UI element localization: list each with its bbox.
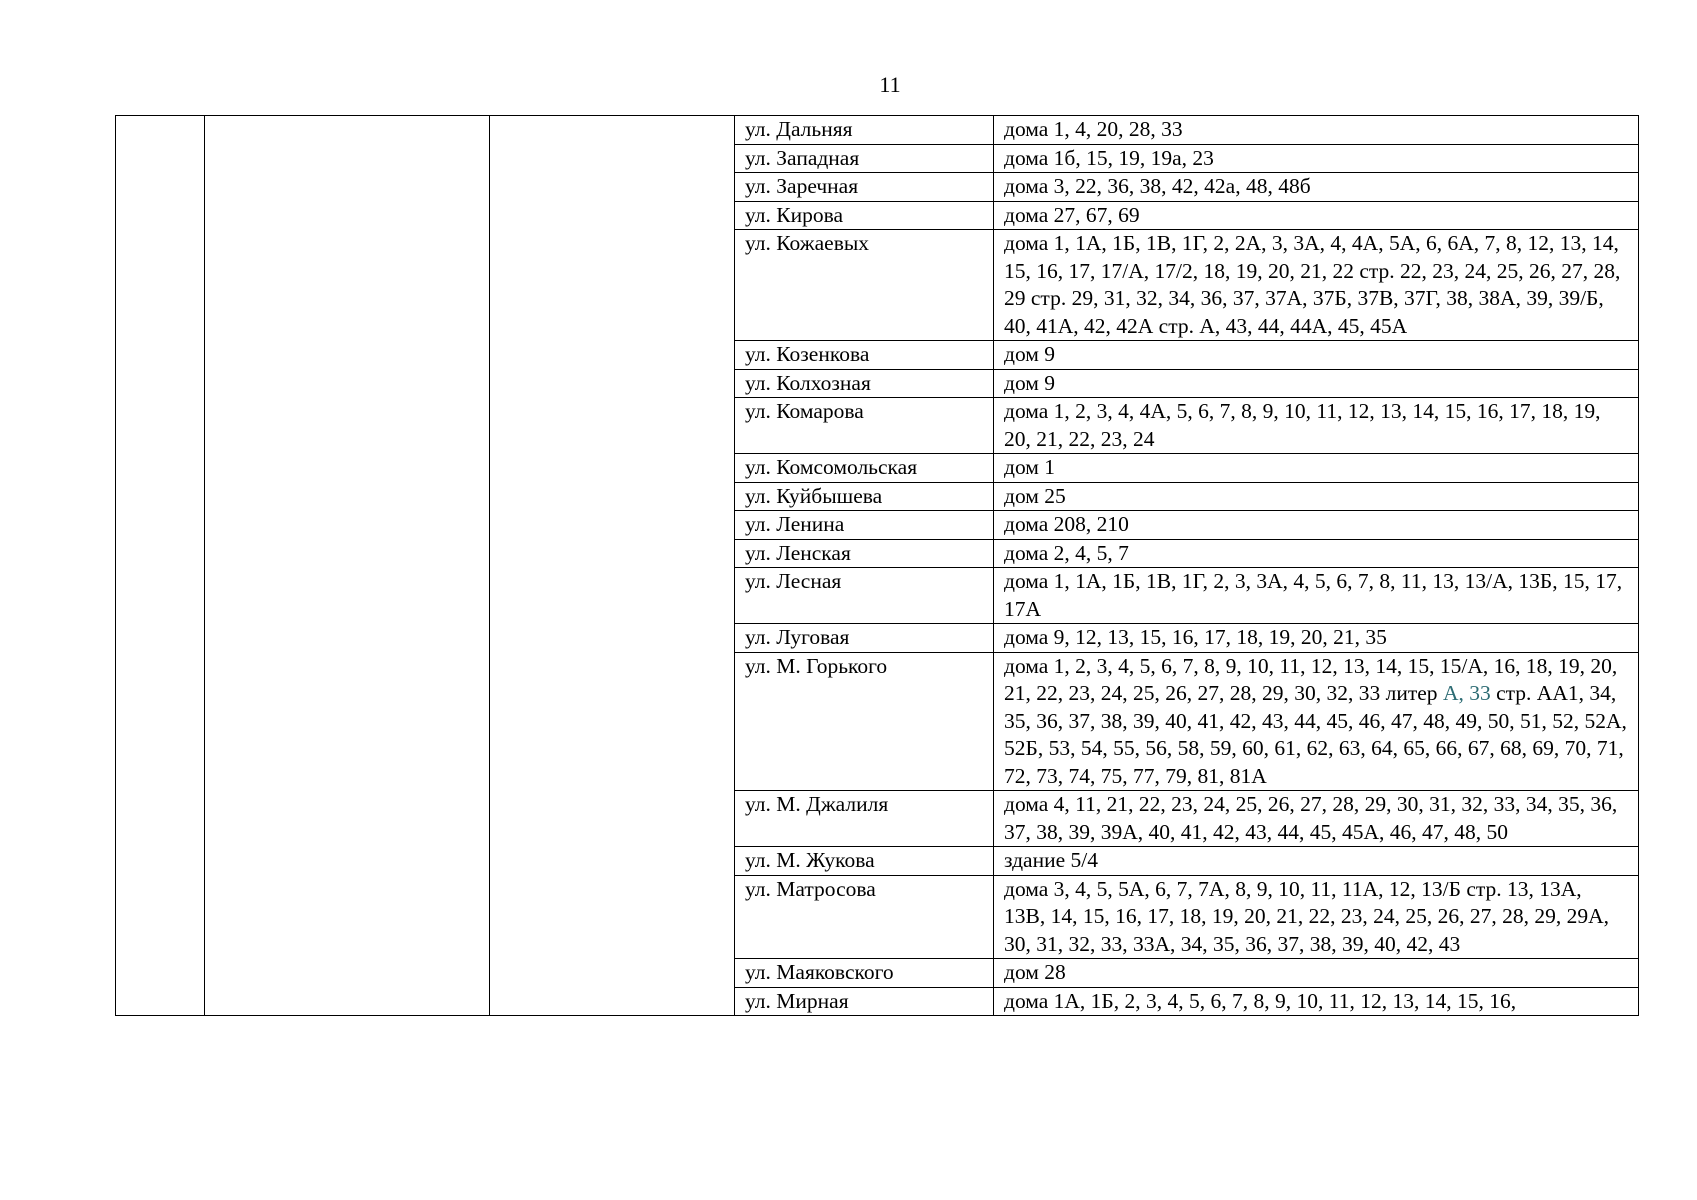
houses-cell: дом 9: [993, 340, 1639, 370]
houses-cell: дом 1: [993, 453, 1639, 483]
table-row: ул. Луговая дома 9, 12, 13, 15, 16, 17, …: [116, 623, 1639, 653]
street-cell: ул. М. Джалиля: [734, 790, 994, 847]
table-row: ул. Козенкова дом 9: [116, 340, 1639, 370]
table-row: ул. Лесная дома 1, 1А, 1Б, 1В, 1Г, 2, 3,…: [116, 567, 1639, 624]
street-cell: ул. Лесная: [734, 567, 994, 624]
empty-column-3: [489, 115, 735, 1016]
page-number: 11: [879, 72, 901, 97]
address-table: ул. Дальняя дома 1, 4, 20, 28, 33 ул. За…: [115, 115, 1639, 1016]
table-row: ул. Западная дома 1б, 15, 19, 19а, 23: [116, 143, 1639, 173]
houses-cell: дома 1А, 1Б, 2, 3, 4, 5, 6, 7, 8, 9, 10,…: [993, 986, 1639, 1016]
table-row: ул. Дальняя дома 1, 4, 20, 28, 33: [115, 115, 1639, 1016]
street-cell: ул. Колхозная: [734, 368, 994, 398]
houses-cell: здание 5/4: [993, 846, 1639, 876]
street-cell: ул. Мирная: [734, 986, 994, 1016]
table-row: ул. Ленская дома 2, 4, 5, 7: [116, 538, 1639, 568]
houses-cell: дома 2, 4, 5, 7: [993, 538, 1639, 568]
table-row: ул. М. Джалиля дома 4, 11, 21, 22, 23, 2…: [116, 790, 1639, 847]
houses-cell: дома 1, 2, 3, 4, 5, 6, 7, 8, 9, 10, 11, …: [993, 651, 1639, 791]
houses-cell: дома 9, 12, 13, 15, 16, 17, 18, 19, 20, …: [993, 623, 1639, 653]
houses-cell: дома 1, 4, 20, 28, 33: [993, 115, 1639, 145]
street-cell: ул. Куйбышева: [734, 481, 994, 511]
houses-cell: дом 28: [993, 958, 1639, 988]
houses-text-part: дома 1, 2, 3, 4, 5, 6, 7, 8, 9, 10, 11, …: [1004, 653, 1618, 706]
houses-cell: дом 25: [993, 481, 1639, 511]
table-row: ул. Комсомольская дом 1: [116, 453, 1639, 483]
table-row: ул. Куйбышева дом 25: [116, 481, 1639, 511]
street-cell: ул. Ленина: [734, 510, 994, 540]
houses-cell: дома 27, 67, 69: [993, 200, 1639, 230]
houses-cell: дома 208, 210: [993, 510, 1639, 540]
houses-cell: дома 3, 22, 36, 38, 42, 42а, 48, 48б: [993, 172, 1639, 202]
street-cell: ул. М. Горького: [734, 651, 994, 791]
empty-column-2: [204, 115, 490, 1016]
street-cell: ул. Кирова: [734, 200, 994, 230]
houses-cell: дома 1, 2, 3, 4, 4А, 5, 6, 7, 8, 9, 10, …: [993, 397, 1639, 454]
table-row: ул. Кожаевых дома 1, 1А, 1Б, 1В, 1Г, 2, …: [116, 229, 1639, 341]
street-cell: ул. Дальняя: [734, 115, 994, 145]
houses-cell: дом 9: [993, 368, 1639, 398]
street-cell: ул. Маяковского: [734, 958, 994, 988]
street-cell: ул. М. Жукова: [734, 846, 994, 876]
houses-cell: дома 4, 11, 21, 22, 23, 24, 25, 26, 27, …: [993, 790, 1639, 847]
houses-text-part: стр. АА1, 34, 35, 36, 37, 38, 39, 40, 41…: [1004, 681, 1627, 788]
houses-cell: дома 1, 1А, 1Б, 1В, 1Г, 2, 3, 3А, 4, 5, …: [993, 567, 1639, 624]
table-row: ул. Ленина дома 208, 210: [116, 510, 1639, 540]
houses-cell: дома 3, 4, 5, 5А, 6, 7, 7А, 8, 9, 10, 11…: [993, 874, 1639, 959]
table-row: ул. Комарова дома 1, 2, 3, 4, 4А, 5, 6, …: [116, 397, 1639, 454]
table-row: ул. М. Жукова здание 5/4: [116, 846, 1639, 876]
street-cell: ул. Матросова: [734, 874, 994, 959]
street-cell: ул. Комарова: [734, 397, 994, 454]
street-cell: ул. Козенкова: [734, 340, 994, 370]
street-cell: ул. Заречная: [734, 172, 994, 202]
houses-cell: дома 1б, 15, 19, 19а, 23: [993, 143, 1639, 173]
table-row: ул. М. Горького дома 1, 2, 3, 4, 5, 6, 7…: [116, 651, 1639, 791]
table-row: ул. Колхозная дом 9: [116, 368, 1639, 398]
street-cell: ул. Ленская: [734, 538, 994, 568]
street-cell: ул. Комсомольская: [734, 453, 994, 483]
street-cell: ул. Луговая: [734, 623, 994, 653]
empty-column-1: [115, 115, 205, 1016]
houses-cell: дома 1, 1А, 1Б, 1В, 1Г, 2, 2А, 3, 3А, 4,…: [993, 229, 1639, 341]
table-row: ул. Матросова дома 3, 4, 5, 5А, 6, 7, 7А…: [116, 874, 1639, 959]
table-row: ул. Мирная дома 1А, 1Б, 2, 3, 4, 5, 6, 7…: [116, 986, 1639, 1016]
street-cell: ул. Западная: [734, 143, 994, 173]
street-cell: ул. Кожаевых: [734, 229, 994, 341]
houses-text-accent: А, 33: [1442, 681, 1491, 705]
